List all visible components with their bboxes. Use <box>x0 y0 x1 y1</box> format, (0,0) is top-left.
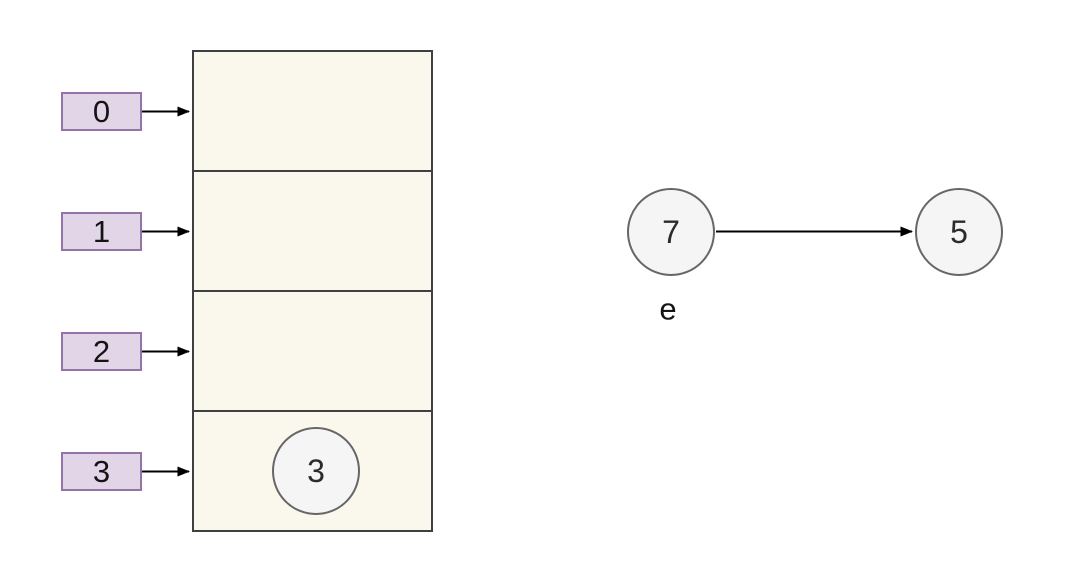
index-box-3: 3 <box>61 452 142 491</box>
edge-label: e <box>659 291 677 327</box>
index-box-2: 2 <box>61 332 142 371</box>
index-box-1: 1 <box>61 212 142 251</box>
bucket-row-1 <box>194 172 431 292</box>
source-node-circle: 7 <box>627 188 715 276</box>
bucket-row-2 <box>194 292 431 412</box>
bucket-node-circle: 3 <box>272 427 360 515</box>
bucket-row-0 <box>194 52 431 172</box>
index-box-0: 0 <box>61 92 142 131</box>
target-node-circle: 5 <box>915 188 1003 276</box>
